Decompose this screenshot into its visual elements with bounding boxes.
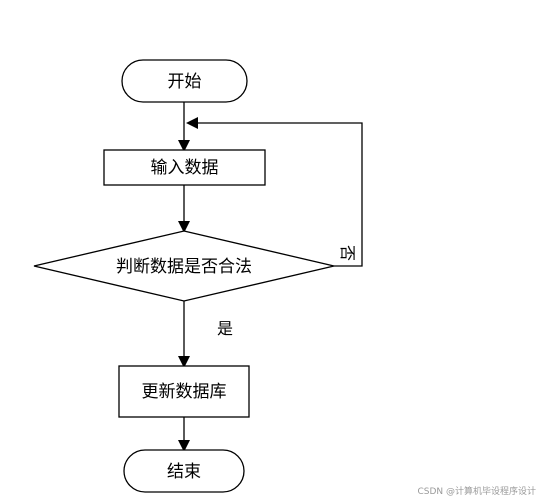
end-node: 结束 (123, 449, 245, 493)
watermark: CSDN @计算机毕设程序设计 (417, 485, 536, 497)
no-label: 否 (338, 245, 357, 261)
start-node: 开始 (121, 59, 248, 103)
end-label: 结束 (167, 462, 201, 482)
arrow-no-loop-back (186, 117, 363, 267)
start-label: 开始 (168, 72, 202, 92)
decision-label: 判断数据是否合法 (116, 257, 252, 277)
update-label: 更新数据库 (142, 382, 227, 402)
yes-label: 是 (217, 319, 233, 338)
update-node: 更新数据库 (118, 365, 250, 418)
input-node: 输入数据 (103, 149, 266, 186)
decision-node: 判断数据是否合法 (33, 230, 335, 302)
input-label: 输入数据 (151, 158, 219, 178)
